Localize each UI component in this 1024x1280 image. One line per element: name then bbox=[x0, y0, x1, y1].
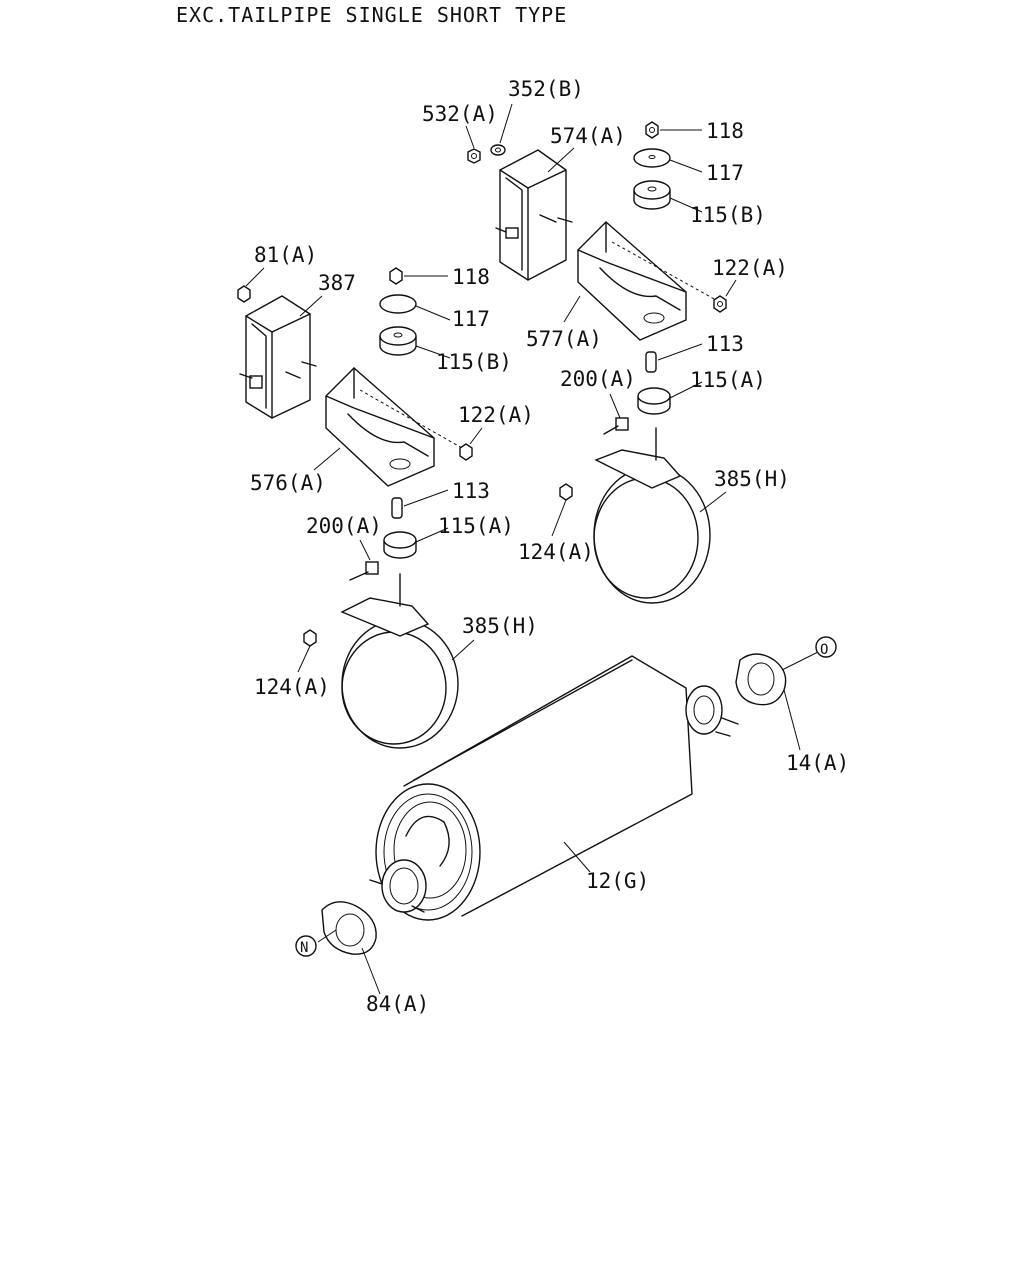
label-117-left: 117 bbox=[452, 307, 490, 331]
label-115b-left: 115(B) bbox=[436, 350, 512, 374]
rubber-115b-right bbox=[633, 180, 671, 210]
label-84a: 84(A) bbox=[366, 992, 429, 1016]
muffler-12g bbox=[369, 655, 739, 921]
gasket-84a bbox=[321, 901, 377, 955]
label-387: 387 bbox=[318, 271, 356, 295]
clamp-385h-right bbox=[593, 427, 711, 604]
ref-circle-n bbox=[295, 935, 317, 957]
rubber-115b-left bbox=[379, 326, 417, 356]
gasket-14a bbox=[735, 653, 787, 706]
label-118-left: 118 bbox=[452, 265, 490, 289]
rubber-115a-left bbox=[383, 531, 417, 559]
pin-113-left bbox=[391, 497, 403, 519]
label-200a-right: 200(A) bbox=[560, 367, 636, 391]
label-576a: 576(A) bbox=[250, 471, 326, 495]
label-122a-right: 122(A) bbox=[712, 256, 788, 280]
nut-81a bbox=[237, 285, 251, 303]
diagram-title: EXC.TAILPIPE SINGLE SHORT TYPE bbox=[176, 3, 568, 27]
label-385h-right: 385(H) bbox=[714, 467, 790, 491]
label-577a: 577(A) bbox=[526, 327, 602, 351]
label-124a-right: 124(A) bbox=[518, 540, 594, 564]
nut-118-right bbox=[645, 121, 659, 139]
bolt-200a-left bbox=[349, 561, 379, 581]
ref-label-n: N bbox=[300, 940, 308, 956]
label-117-right: 117 bbox=[706, 161, 744, 185]
bracket-576a bbox=[325, 367, 463, 487]
label-118-right: 118 bbox=[706, 119, 744, 143]
label-352b: 352(B) bbox=[508, 77, 584, 101]
nut-124a-left bbox=[303, 629, 317, 647]
label-122a-left: 122(A) bbox=[458, 403, 534, 427]
nut-118-left bbox=[389, 267, 403, 285]
label-574a: 574(A) bbox=[550, 124, 626, 148]
callout-labels: 532(A) 352(B) 574(A) 118 117 115(B) 122(… bbox=[250, 77, 849, 1016]
label-113-left: 113 bbox=[452, 479, 490, 503]
nut-532a bbox=[467, 148, 481, 164]
label-115a-left: 115(A) bbox=[438, 514, 514, 538]
label-12g: 12(G) bbox=[586, 869, 649, 893]
washer-117-left bbox=[379, 294, 417, 314]
bracket-387 bbox=[239, 295, 317, 419]
label-81a: 81(A) bbox=[254, 243, 317, 267]
nut-122a-left bbox=[459, 443, 473, 461]
label-14a: 14(A) bbox=[786, 751, 849, 775]
nut-124a-right bbox=[559, 483, 573, 501]
label-115b-right: 115(B) bbox=[690, 203, 766, 227]
leader-lines bbox=[245, 103, 819, 995]
nut-122a-right bbox=[713, 295, 727, 313]
label-113-right: 113 bbox=[706, 332, 744, 356]
label-124a-left: 124(A) bbox=[254, 675, 330, 699]
pin-113-right bbox=[645, 351, 657, 373]
ref-label-o: O bbox=[820, 642, 828, 658]
clamp-385h-left bbox=[340, 573, 459, 749]
bolt-200a-right bbox=[603, 417, 629, 435]
ref-circle-o bbox=[815, 636, 837, 658]
bracket-577a bbox=[577, 221, 717, 341]
label-115a-right: 115(A) bbox=[690, 368, 766, 392]
bracket-574a bbox=[495, 149, 573, 281]
label-532a: 532(A) bbox=[422, 102, 498, 126]
washer-352b bbox=[490, 144, 506, 156]
label-200a-left: 200(A) bbox=[306, 514, 382, 538]
rubber-115a-right bbox=[637, 387, 671, 415]
label-385h-left: 385(H) bbox=[462, 614, 538, 638]
